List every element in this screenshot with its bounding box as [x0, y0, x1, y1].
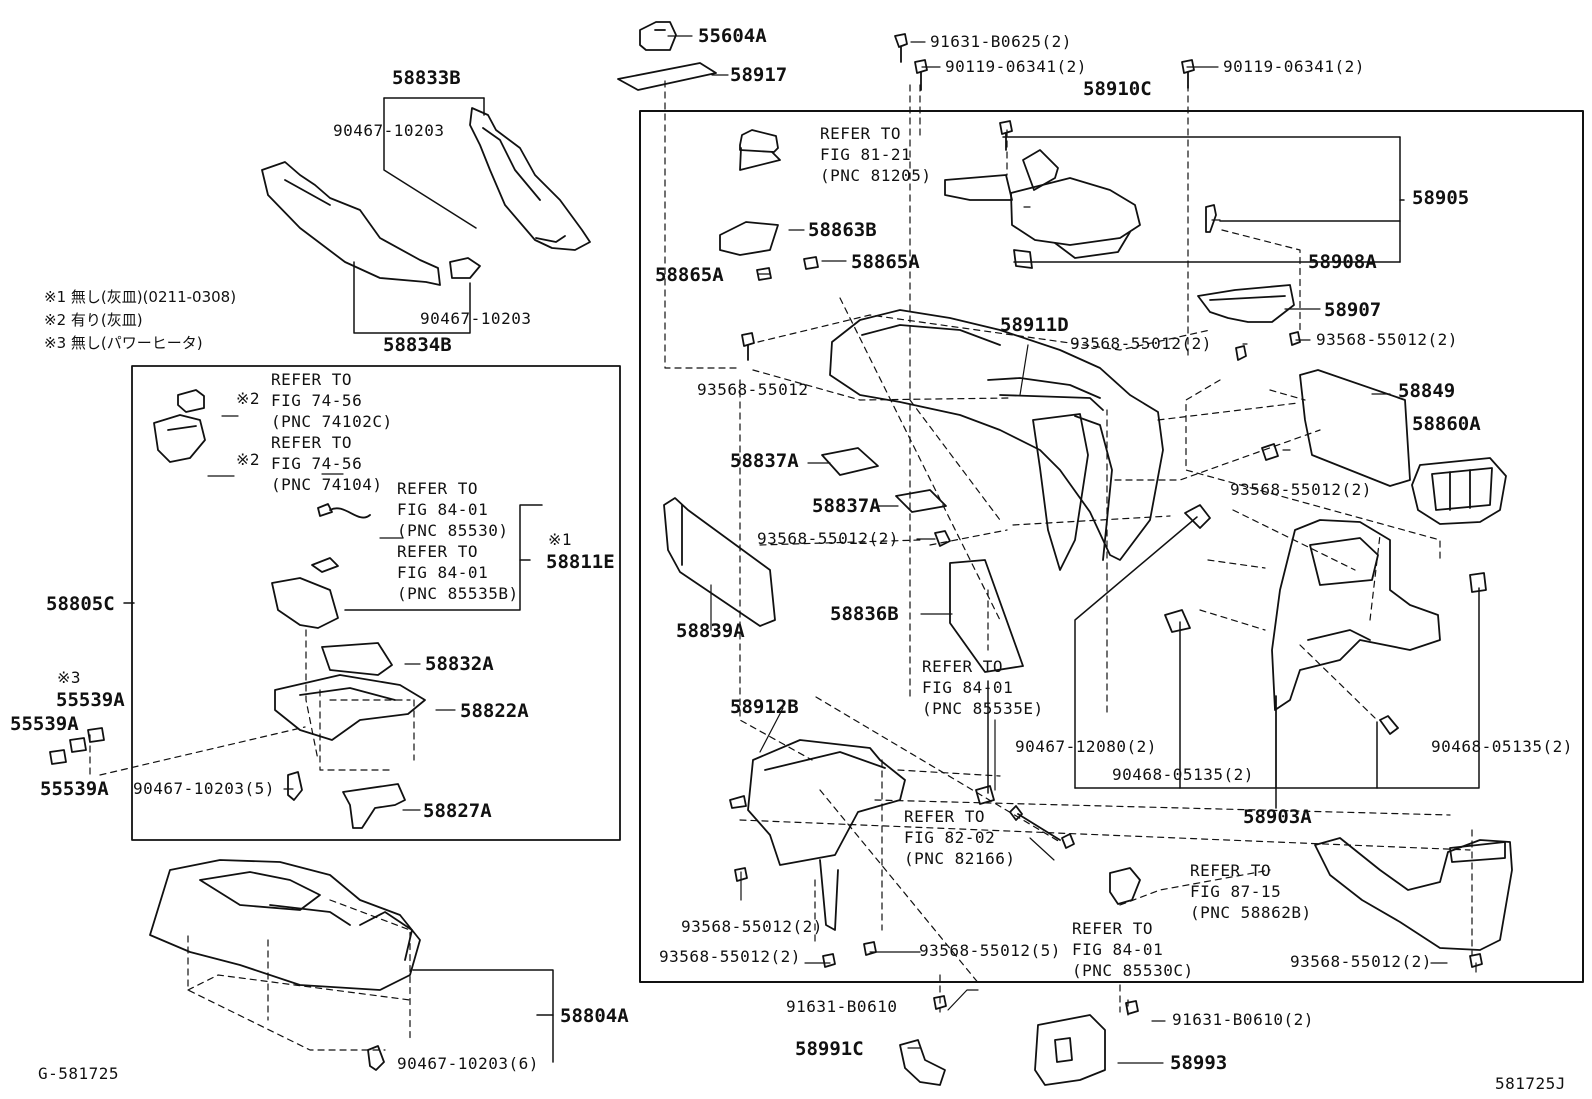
figure-code-right: 581725J [1495, 1074, 1566, 1093]
ref-fig-74-56-b: REFER TO FIG 74-56 (PNC 74104) [271, 433, 383, 494]
label-58865A-left: 58865A [655, 264, 724, 286]
label-58837A-b: 58837A [812, 495, 881, 517]
label-91631-B0610-a: 91631-B0610 [786, 997, 898, 1016]
label-58863B: 58863B [808, 219, 877, 241]
label-58903A: 58903A [1243, 806, 1312, 828]
label-93568-55012-lower2: 93568-55012(2) [659, 947, 801, 966]
label-58849: 58849 [1398, 380, 1456, 402]
label-58839A: 58839A [676, 620, 745, 642]
label-90467-10203-top: 90467-10203 [333, 121, 445, 140]
note-1: ※1 無し(灰皿)(0211-0308) [44, 288, 237, 306]
label-55604A: 55604A [698, 25, 767, 47]
label-93568-55012-right2: 93568-55012(2) [1070, 334, 1212, 353]
label-90119-06341-b: 90119-06341(2) [1223, 57, 1365, 76]
label-90119-06341-a: 90119-06341(2) [945, 57, 1087, 76]
label-90468-05135-a: 90468-05135(2) [1112, 765, 1254, 784]
leader-lines [207, 35, 1477, 1064]
label-93568-55012-center: 93568-55012(2) [757, 529, 899, 548]
bracket-lines [123, 97, 1480, 1063]
ref-fig-74-56-a: REFER TO FIG 74-56 (PNC 74102C) [271, 370, 393, 431]
label-55539A-c: 55539A [40, 778, 109, 800]
ref-fig-84-01-85530: REFER TO FIG 84-01 (PNC 85530) [397, 479, 509, 540]
label-58837A-a: 58837A [730, 450, 799, 472]
label-58907: 58907 [1324, 299, 1382, 321]
label-91631-B0625: 91631-B0625(2) [930, 32, 1072, 51]
label-90467-10203-6: 90467-10203(6) [397, 1054, 539, 1073]
label-93568-55012-vent: 93568-55012(2) [1230, 480, 1372, 499]
label-58860A: 58860A [1412, 413, 1481, 435]
label-58834B: 58834B [383, 334, 452, 356]
label-91631-B0610-b: 91631-B0610(2) [1172, 1010, 1314, 1029]
mark-1: ※1 [548, 530, 573, 549]
ref-fig-84-01-85535E: REFER TO FIG 84-01 (PNC 85535E) [922, 657, 1044, 718]
label-93568-55012-5: 93568-55012(5) [919, 941, 1061, 960]
label-58804A: 58804A [560, 1005, 629, 1027]
label-58811E: 58811E [546, 551, 615, 573]
label-58910C: 58910C [1083, 78, 1152, 100]
label-90467-10203-5: 90467-10203(5) [133, 779, 275, 798]
ref-fig-82-02: REFER TO FIG 82-02 (PNC 82166) [904, 807, 1016, 868]
label-58991C: 58991C [795, 1038, 864, 1060]
label-93568-55012-right: 93568-55012(2) [1316, 330, 1458, 349]
label-58822A: 58822A [460, 700, 529, 722]
label-55539A-a: 55539A [56, 689, 125, 711]
label-93568-55012-far: 93568-55012(2) [1290, 952, 1432, 971]
part-shapes [49, 21, 1513, 1086]
label-58833B: 58833B [392, 67, 461, 89]
mark-3: ※3 [57, 668, 82, 687]
label-90468-05135-b: 90468-05135(2) [1431, 737, 1573, 756]
label-58993: 58993 [1170, 1052, 1228, 1074]
label-55539A-b: 55539A [10, 713, 79, 735]
figure-code-left: G-581725 [38, 1064, 120, 1083]
label-93568-55012-lower1: 93568-55012(2) [681, 917, 823, 936]
group-box-58910C [639, 110, 1584, 983]
label-93568-55012-single: 93568-55012 [697, 380, 809, 399]
label-58865A-right: 58865A [851, 251, 920, 273]
label-90467-10203-mid: 90467-10203 [420, 309, 532, 328]
note-3: ※3 無し(パワーヒータ) [44, 334, 203, 352]
ref-fig-84-01-85530C: REFER TO FIG 84-01 (PNC 85530C) [1072, 919, 1194, 980]
label-90467-12080: 90467-12080(2) [1015, 737, 1157, 756]
label-58805C: 58805C [46, 593, 115, 615]
ref-fig-87-15: REFER TO FIG 87-15 (PNC 58862B) [1190, 861, 1312, 922]
mark-2b: ※2 [236, 450, 261, 469]
label-58836B: 58836B [830, 603, 899, 625]
ref-fig-84-01-85535B: REFER TO FIG 84-01 (PNC 85535B) [397, 542, 519, 603]
dashed-lines [89, 80, 1473, 1051]
label-58911D: 58911D [1000, 314, 1069, 336]
label-58917: 58917 [730, 64, 788, 86]
label-58832A: 58832A [425, 653, 494, 675]
label-58827A: 58827A [423, 800, 492, 822]
label-58908A: 58908A [1308, 251, 1377, 273]
mark-2a: ※2 [236, 389, 261, 408]
label-58912B: 58912B [730, 696, 799, 718]
ref-fig-81-21: REFER TO FIG 81-21 (PNC 81205) [820, 124, 932, 185]
label-58905: 58905 [1412, 187, 1470, 209]
note-2: ※2 有り(灰皿) [44, 311, 143, 329]
